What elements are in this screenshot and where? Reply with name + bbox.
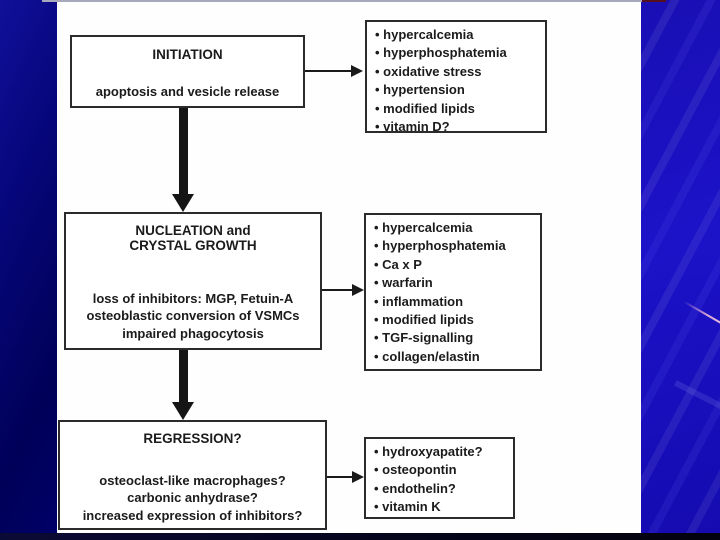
factor-item: Ca x P: [374, 256, 536, 274]
factor-item: hydroxyapatite?: [374, 443, 509, 461]
stage-title: INITIATION: [76, 47, 299, 62]
factor-item: osteopontin: [374, 461, 509, 479]
stage-title-line: NUCLEATION and: [135, 223, 251, 238]
background-left-panel: [0, 0, 57, 533]
factor-box-nucleation: hypercalcemiahyperphosphatemiaCa x Pwarf…: [364, 213, 542, 371]
stage-body-line: impaired phagocytosis: [122, 325, 264, 341]
arrow-shaft: [322, 289, 354, 291]
factor-item: vitamin K: [374, 498, 509, 516]
factor-item: TGF-signalling: [374, 329, 536, 347]
stage-body: loss of inhibitors: MGP, Fetuin-A osteobl…: [68, 290, 318, 343]
factor-item: modified lipids: [374, 311, 536, 329]
factor-item: oxidative stress: [375, 63, 541, 81]
stage-title: REGRESSION?: [60, 431, 325, 446]
light-streak-decoration: [673, 380, 720, 422]
diagram-panel: INITIATION apoptosis and vesicle release…: [57, 2, 641, 533]
stage-box-initiation: INITIATION apoptosis and vesicle release: [70, 35, 305, 108]
arrow-head: [351, 65, 363, 77]
slide-bottom-bar: [0, 533, 720, 540]
stage-body-line: osteoblastic conversion of VSMCs: [86, 308, 300, 323]
factor-item: inflammation: [374, 293, 536, 311]
slide-top-border-accent: [642, 0, 666, 2]
factor-item: vitamin D?: [375, 118, 541, 136]
arrow-head: [352, 284, 364, 296]
stage-title-line: INITIATION: [152, 47, 223, 62]
background-right-panel: [641, 0, 720, 533]
stage-title-line: CRYSTAL GROWTH: [129, 238, 257, 253]
stage-body-line: apoptosis and vesicle release: [95, 83, 280, 99]
factor-box-regression: hydroxyapatite?osteopontinendothelin?vit…: [364, 437, 515, 519]
stage-box-regression: REGRESSION? osteoclast-like macrophages?…: [58, 420, 327, 530]
factor-item: collagen/elastin: [374, 348, 536, 366]
factor-item: hypercalcemia: [374, 219, 536, 237]
stage-body-line: osteoclast-like macrophages?: [99, 472, 286, 488]
stage-body: apoptosis and vesicle release: [76, 83, 299, 101]
pink-streak-decoration: [683, 300, 720, 338]
arrow-head: [172, 194, 194, 212]
arrow-shaft: [179, 108, 188, 196]
factor-item: endothelin?: [374, 480, 509, 498]
arrow-shaft: [305, 70, 353, 72]
factor-box-initiation: hypercalcemiahyperphosphatemiaoxidative …: [365, 20, 547, 136]
arrow-head: [172, 402, 194, 420]
stage-body-line: carbonic anhydrase?: [127, 490, 258, 505]
factor-item: warfarin: [374, 274, 536, 292]
factor-item: hyperphosphatemia: [375, 44, 541, 62]
stage-title-line: REGRESSION?: [143, 431, 242, 446]
factor-item: modified lipids: [375, 100, 541, 118]
factor-item: hyperphosphatemia: [374, 237, 536, 255]
arrow-shaft: [327, 476, 354, 478]
arrow-head: [352, 471, 364, 483]
stage-body-line: loss of inhibitors: MGP, Fetuin-A: [92, 290, 294, 306]
arrow-shaft: [179, 350, 188, 404]
factor-item: hypertension: [375, 81, 541, 99]
slide-top-border: [42, 0, 642, 2]
stage-body: osteoclast-like macrophages? carbonic anh…: [60, 472, 325, 525]
stage-body-line: increased expression of inhibitors?: [82, 507, 303, 523]
factor-item: hypercalcemia: [375, 26, 541, 44]
